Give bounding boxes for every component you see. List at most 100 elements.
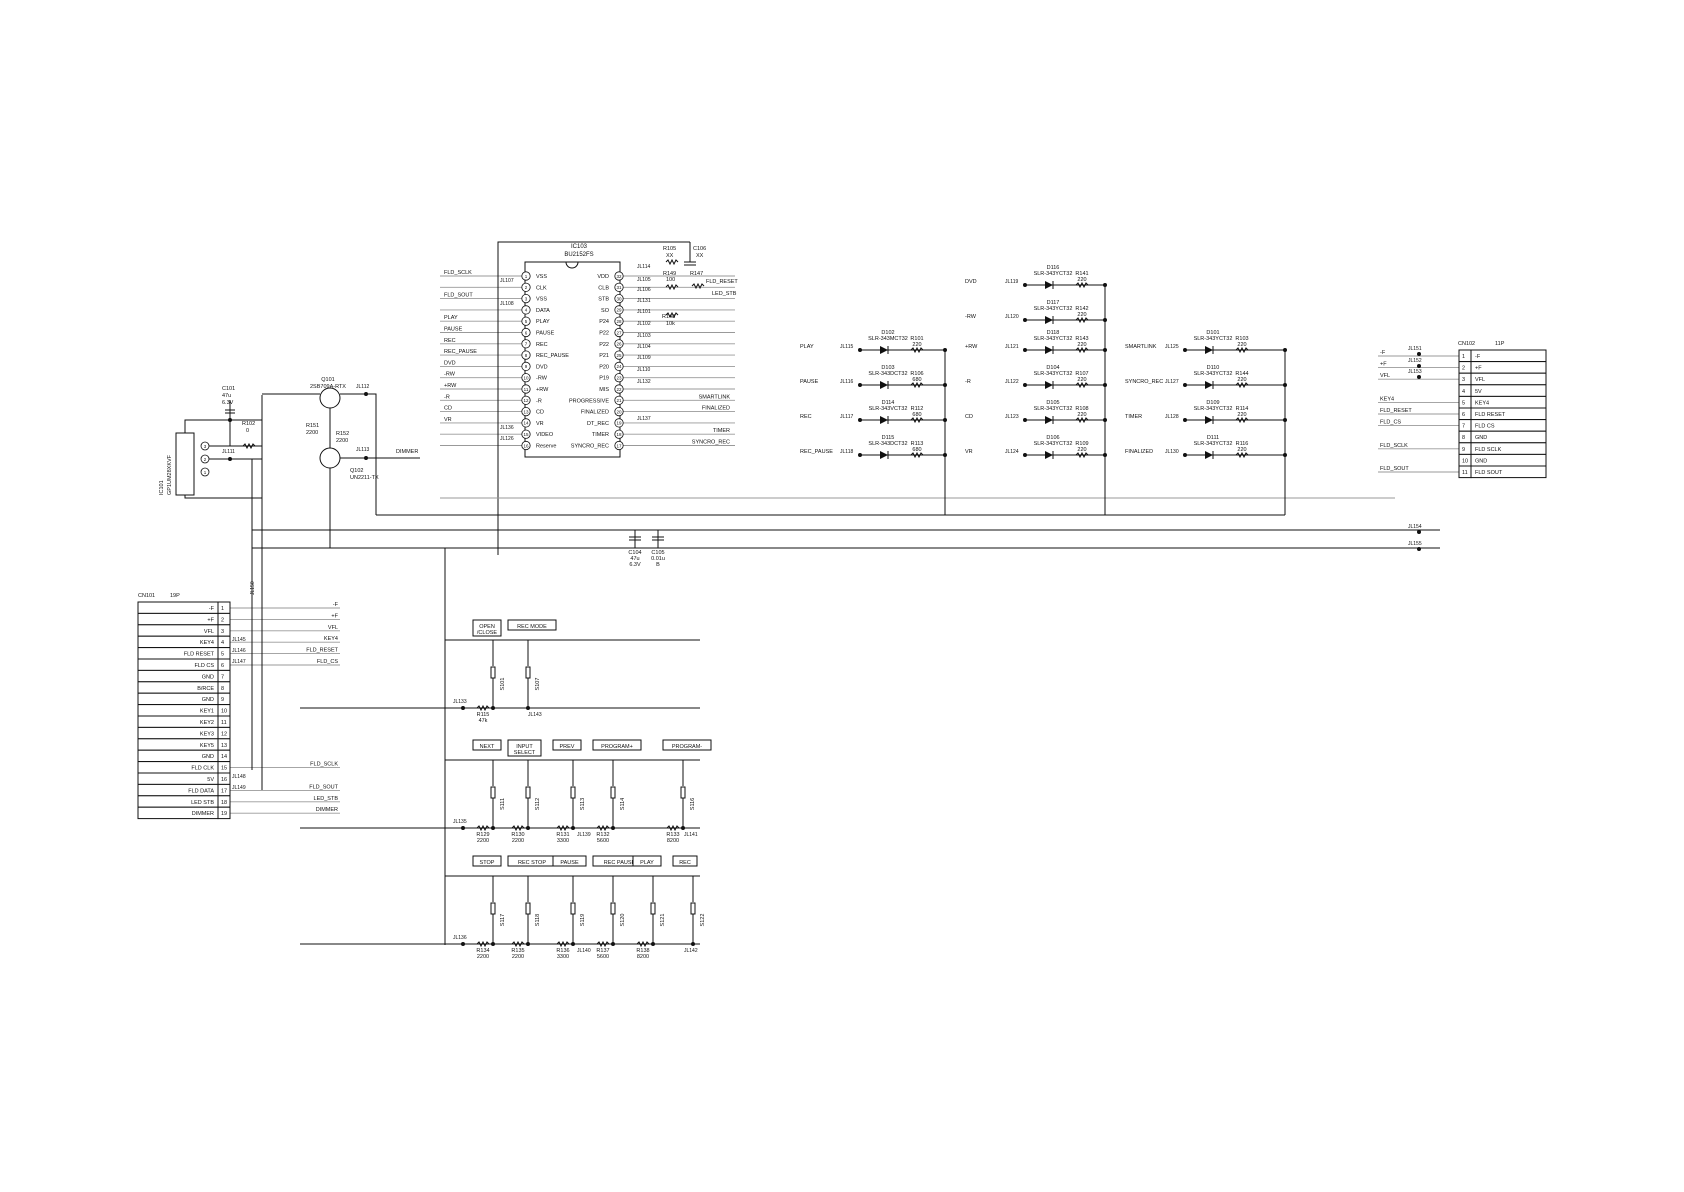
junction-dot <box>1023 453 1027 457</box>
pin-name: SO <box>601 308 610 314</box>
net-label: DVD <box>444 360 456 366</box>
junction-dot <box>491 942 495 946</box>
pin-circle <box>614 305 624 315</box>
led-ref: D101 <box>1206 330 1219 336</box>
led-net-label: -R <box>965 379 971 385</box>
cap-ref: C104 <box>628 550 641 556</box>
cn-ref: CN101 <box>138 593 155 599</box>
cn-pin-name: B/RCE <box>197 686 214 692</box>
jl-label: JL124 <box>1005 449 1019 455</box>
r105 <box>665 258 679 266</box>
led-diode <box>1045 316 1053 324</box>
junction-dot <box>526 706 530 710</box>
q101-wire <box>340 393 377 515</box>
cn-pin-number: 5 <box>1462 400 1465 406</box>
pin-number: 30 <box>616 296 622 301</box>
junction-dot <box>858 348 862 352</box>
part-ref: R149 <box>663 271 676 277</box>
led-diode <box>1205 346 1213 354</box>
pin-circle <box>614 373 624 383</box>
res-ref: R108 <box>1075 406 1088 412</box>
res-ref: R138 <box>636 948 649 954</box>
switch-ref: S119 <box>580 914 586 926</box>
pin-circle <box>614 406 624 417</box>
cn-pin-number: 13 <box>221 743 227 749</box>
cn-pin-name: VFL <box>204 629 214 635</box>
part-ref: R148 <box>662 314 675 320</box>
junction-dot <box>461 942 465 946</box>
key-label: OPEN <box>479 624 495 630</box>
cn-pin-number: 6 <box>1462 412 1465 418</box>
net-label: LED_STB <box>314 796 339 802</box>
led-ref: D110 <box>1207 365 1220 371</box>
cn-pin-number: 2 <box>1462 366 1465 372</box>
pin-number: 1 <box>204 470 207 475</box>
key-label: PROGRAM+ <box>601 744 633 750</box>
ic-notch <box>565 261 579 269</box>
pin-circle <box>614 339 624 349</box>
jl-label: JL136 <box>500 425 514 431</box>
jl-label: JL132 <box>637 379 651 385</box>
cn-pin-name: +F <box>1475 366 1482 372</box>
res-val: 220 <box>1237 377 1246 383</box>
net-label: PAUSE <box>444 327 463 333</box>
switch-resistor <box>476 940 490 948</box>
pin-circle <box>521 440 531 451</box>
ic-body <box>524 261 621 458</box>
junction-dot <box>1023 383 1027 387</box>
pin-name: P19 <box>599 376 609 382</box>
net-label: VFL <box>1380 373 1390 379</box>
jl-label: JL106 <box>637 287 651 293</box>
junction-dot <box>1283 453 1287 457</box>
cn-pin-name: KEY2 <box>200 720 214 726</box>
led-net-label: TIMER <box>1125 414 1142 420</box>
cn-row-name <box>137 772 219 785</box>
pin-circle <box>521 282 531 292</box>
cn-pin-number: 4 <box>1462 389 1465 395</box>
pin-name: TIMER <box>592 432 609 438</box>
pin-name: REC_PAUSE <box>536 353 569 359</box>
junction-dot <box>526 826 530 830</box>
switch-ref: S113 <box>580 798 586 810</box>
led-ref: D104 <box>1046 365 1059 371</box>
junction-dot <box>526 942 530 946</box>
jl-label: JL107 <box>500 278 514 284</box>
cn-pin-number: 1 <box>221 606 224 612</box>
res-val: 680 <box>912 447 921 453</box>
cn-pin-name: FLD CS <box>194 663 214 669</box>
push-switch <box>680 786 686 799</box>
pin-name: P24 <box>599 319 609 325</box>
res-ref: R113 <box>911 441 924 447</box>
cn-pin-number: 4 <box>221 640 224 646</box>
pin-circle <box>521 406 531 417</box>
pin-number: 31 <box>616 285 622 290</box>
jl-label: JL149 <box>232 785 246 791</box>
cn-pin-name: GND <box>1475 435 1487 441</box>
res-ref: R142 <box>1075 306 1088 312</box>
key-label: PROGRAM- <box>672 744 702 750</box>
q102-part: UN2211-TX <box>350 475 379 481</box>
pin-circle <box>521 293 531 304</box>
pin-name: PLAY <box>536 319 550 325</box>
part-ref: R105 <box>663 246 676 252</box>
led-ref: D116 <box>1047 265 1060 271</box>
switch-ref: S101 <box>500 678 506 691</box>
ic-part: BU2152FS <box>564 252 593 258</box>
net-label: FLD_SCLK <box>310 762 338 768</box>
jl-label: JL131 <box>637 298 651 304</box>
junction-dot <box>1417 375 1421 379</box>
key-label: NEXT <box>480 744 495 750</box>
junction-dot <box>1417 547 1421 551</box>
junction-dot <box>364 456 368 460</box>
jl-label: JL152 <box>1408 358 1422 364</box>
pin-number: 21 <box>616 398 622 403</box>
led-net-label: REC_PAUSE <box>800 449 833 455</box>
junction-dot <box>228 418 232 422</box>
push-switch <box>570 902 576 915</box>
key-label-box <box>552 855 587 867</box>
net-label: +RW <box>444 383 457 389</box>
jl-label: JL114 <box>637 264 650 270</box>
junction-dot <box>943 383 947 387</box>
junction-dot <box>943 348 947 352</box>
junction-dot <box>1103 453 1107 457</box>
